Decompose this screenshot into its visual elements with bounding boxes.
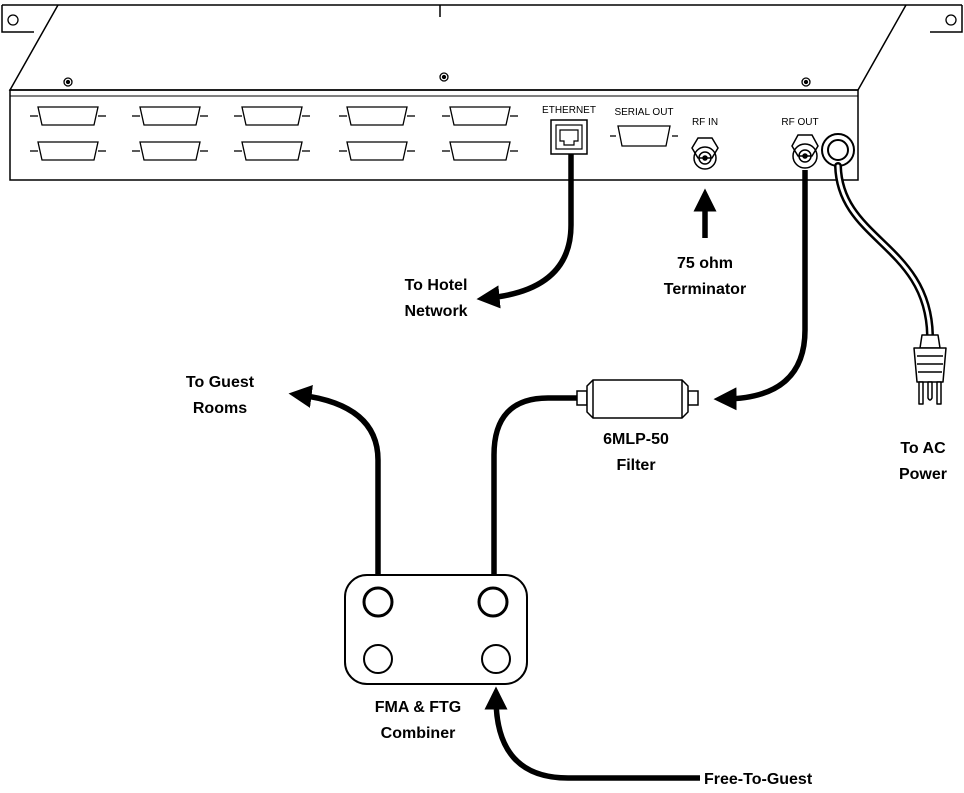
- dsub-connector: [442, 106, 518, 126]
- left-rack-hole: [7, 14, 19, 26]
- dsub-connector: [339, 141, 415, 161]
- dsub-connectors: [30, 106, 518, 161]
- ethernet-cable: [476, 154, 574, 309]
- dsub-connector: [132, 141, 208, 161]
- serial-out-label: SERIAL OUT: [614, 107, 673, 118]
- terminator-label-line1: 75 ohm: [677, 255, 733, 272]
- rf-out-port: [791, 134, 819, 169]
- combiner-port-top-left: [362, 586, 394, 618]
- ac-power-label-line2: Power: [899, 466, 947, 483]
- mounting-holes: [7, 14, 957, 87]
- ethernet-port: [550, 119, 588, 155]
- filter-label-line2: Filter: [616, 457, 655, 474]
- top-cover: [8, 4, 907, 91]
- ethernet-label: ETHERNET: [542, 105, 596, 116]
- rf-out-cable: [713, 170, 808, 411]
- free-to-guest-cable: [484, 686, 700, 781]
- serial-out-port: [610, 125, 678, 147]
- dsub-connector: [234, 106, 310, 126]
- plug-prong-right: [936, 381, 942, 405]
- rack-unit: [1, 4, 963, 181]
- rf-in-label: RF IN: [692, 117, 718, 128]
- combiner-port-top-right: [477, 586, 509, 618]
- combiner-label-line1: FMA & FTG: [375, 699, 462, 716]
- dsub-connector: [234, 141, 310, 161]
- combiner-port-bottom-right: [481, 644, 511, 674]
- guest-rooms-cable: [288, 385, 381, 590]
- ac-power-cord: [834, 162, 934, 339]
- left-mount-ear: [1, 5, 34, 33]
- terminator-label-line2: Terminator: [664, 281, 746, 298]
- guest-rooms-label-line2: Rooms: [193, 400, 247, 417]
- cables: [288, 154, 808, 781]
- back-panel: [9, 89, 859, 181]
- free-to-guest-label: Free-To-Guest: [704, 771, 813, 788]
- right-mount-ear: [930, 5, 963, 33]
- power-inlet: [821, 133, 855, 167]
- dsub-connector: [442, 141, 518, 161]
- rf-out-label: RF OUT: [781, 117, 818, 128]
- plug-ground-pin: [927, 381, 933, 401]
- dsub-connector: [30, 106, 106, 126]
- combiner-port-bottom-left: [363, 644, 393, 674]
- combiner-label-line2: Combiner: [381, 725, 456, 742]
- guest-rooms-label-line1: To Guest: [186, 374, 255, 391]
- combiner-device: [344, 574, 528, 685]
- dsub-connector: [339, 106, 415, 126]
- filter-device: [576, 379, 699, 419]
- filter-label-line1: 6MLP-50: [603, 431, 669, 448]
- hotel-network-label-line2: Network: [404, 303, 467, 320]
- dsub-connector: [132, 106, 208, 126]
- hotel-network-label-line1: To Hotel: [405, 277, 468, 294]
- plug-prong-left: [918, 381, 924, 405]
- rf-in-port: [691, 137, 719, 170]
- ac-power-label-line1: To AC: [900, 440, 946, 457]
- right-rack-hole: [945, 14, 957, 26]
- filter-to-combiner-cable: [491, 395, 578, 590]
- ac-plug: [913, 334, 947, 405]
- dsub-connector: [30, 141, 106, 161]
